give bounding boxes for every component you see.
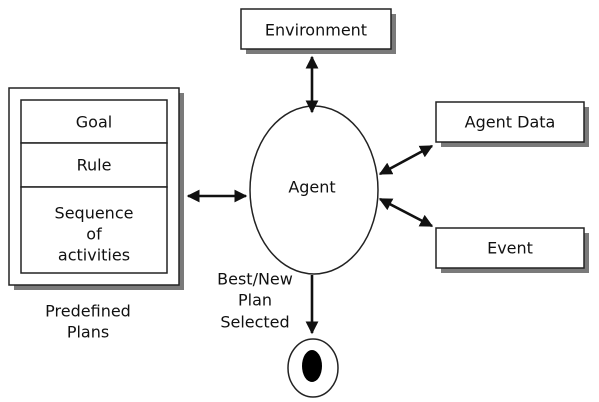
predefined-plans-caption-line2: Plans — [67, 323, 109, 342]
sequence-label-line3: activities — [58, 246, 130, 265]
predefined-plans-frame: Goal Rule Sequence of activities — [8, 87, 184, 290]
sequence-label-line2: of — [86, 225, 102, 244]
event-label: Event — [487, 239, 533, 258]
event-node: Event — [435, 227, 589, 273]
agent-data-node: Agent Data — [435, 101, 589, 147]
goal-label: Goal — [76, 113, 112, 132]
agent-label: Agent — [288, 178, 335, 197]
agent-data-agent-arrow — [378, 144, 434, 176]
end-state-icon — [287, 338, 339, 398]
selection-label-line2: Plan — [238, 291, 272, 310]
environment-node: Environment — [240, 8, 396, 54]
agent-node: Agent — [249, 105, 379, 275]
agent-data-label: Agent Data — [465, 113, 556, 132]
rule-label: Rule — [77, 156, 112, 175]
predefined-plans-caption-line1: Predefined — [45, 302, 131, 321]
agent-event-arrow — [378, 197, 434, 228]
selection-label-line3: Selected — [220, 313, 289, 332]
sequence-label-line1: Sequence — [55, 204, 134, 223]
environment-label: Environment — [265, 21, 367, 40]
selection-label-line1: Best/New — [217, 270, 293, 289]
